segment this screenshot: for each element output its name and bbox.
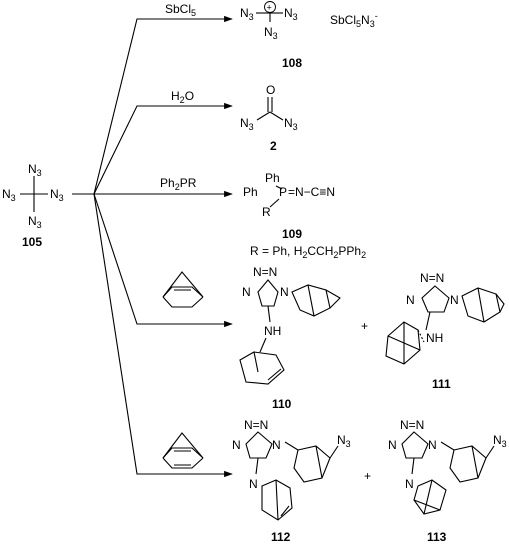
svg-text:N: N bbox=[450, 293, 459, 307]
compound-number-105: 105 bbox=[22, 235, 42, 249]
compound-number-108: 108 bbox=[282, 56, 302, 70]
product-108: + N3 N3 N3 SbCl5N3- 108 bbox=[240, 1, 378, 70]
svg-text:N3: N3 bbox=[264, 25, 278, 41]
plus-sign: + bbox=[361, 319, 368, 333]
svg-text:N3: N3 bbox=[240, 6, 254, 22]
svg-text:N: N bbox=[406, 293, 415, 307]
product-111: N=N N N NH 111 bbox=[385, 271, 505, 391]
svg-text:N3: N3 bbox=[240, 116, 254, 132]
svg-text:N: N bbox=[272, 438, 281, 452]
svg-text:N=N: N=N bbox=[400, 418, 424, 432]
product-112: N=N N N N3 N 112 bbox=[232, 418, 351, 544]
svg-text:+: + bbox=[267, 3, 272, 13]
svg-text:N3: N3 bbox=[28, 162, 42, 178]
svg-text:NH: NH bbox=[264, 324, 281, 338]
svg-text:Ph: Ph bbox=[243, 185, 258, 199]
svg-text:N3: N3 bbox=[28, 214, 42, 230]
svg-text:N3: N3 bbox=[50, 187, 64, 203]
svg-text:N3: N3 bbox=[337, 433, 351, 449]
product-113: N=N N N N3 N 113 bbox=[388, 418, 507, 544]
compound-number-110: 110 bbox=[272, 397, 292, 411]
svg-text:N=N: N=N bbox=[244, 418, 268, 432]
svg-text:N: N bbox=[428, 438, 437, 452]
svg-text:NH: NH bbox=[426, 331, 443, 345]
compound-number-109: 109 bbox=[282, 227, 302, 241]
svg-text:R: R bbox=[262, 205, 271, 219]
reagent-ph2pr: Ph2PR bbox=[160, 176, 197, 192]
compound-number-112: 112 bbox=[271, 530, 291, 544]
reagent-h2o: H2O bbox=[171, 89, 194, 105]
svg-text:SbCl5N3-: SbCl5N3- bbox=[330, 11, 378, 29]
product-2: O N3 N3 2 bbox=[240, 83, 298, 153]
svg-text:N: N bbox=[405, 477, 414, 491]
compound-number-2: 2 bbox=[270, 139, 277, 153]
svg-text:N: N bbox=[232, 438, 241, 452]
svg-text:=N−C≡N: =N−C≡N bbox=[288, 185, 335, 199]
compound-number-111: 111 bbox=[432, 377, 451, 391]
svg-text:N3: N3 bbox=[284, 116, 298, 132]
svg-text:N=N: N=N bbox=[420, 271, 444, 285]
plus-sign-2: + bbox=[364, 469, 371, 483]
svg-text:P: P bbox=[279, 185, 287, 199]
compound-number-113: 113 bbox=[427, 530, 447, 544]
svg-text:O: O bbox=[266, 83, 275, 97]
svg-text:N=N: N=N bbox=[253, 265, 277, 279]
svg-text:N: N bbox=[242, 285, 251, 299]
svg-text:N3: N3 bbox=[2, 187, 16, 203]
reactant-105: N3 N3 N3 N3 105 bbox=[2, 162, 64, 249]
footnote-r-groups: R = Ph, H2CCH2PPh2 bbox=[250, 244, 366, 260]
svg-text:N3: N3 bbox=[284, 6, 298, 22]
norbornene-icon bbox=[162, 271, 204, 308]
svg-text:N3: N3 bbox=[493, 433, 507, 449]
svg-text:N: N bbox=[249, 477, 258, 491]
norbornadiene-icon bbox=[162, 432, 204, 469]
product-110: N=N N N NH 110 bbox=[239, 265, 341, 411]
svg-text:N: N bbox=[280, 285, 289, 299]
svg-text:Ph: Ph bbox=[265, 171, 280, 185]
reagent-sbcl5: SbCl5 bbox=[165, 2, 196, 18]
product-109: Ph Ph P =N−C≡N R 109 R = Ph, H2CCH2PPh2 bbox=[243, 171, 366, 260]
svg-text:N: N bbox=[388, 438, 397, 452]
reaction-arrows bbox=[72, 15, 233, 478]
